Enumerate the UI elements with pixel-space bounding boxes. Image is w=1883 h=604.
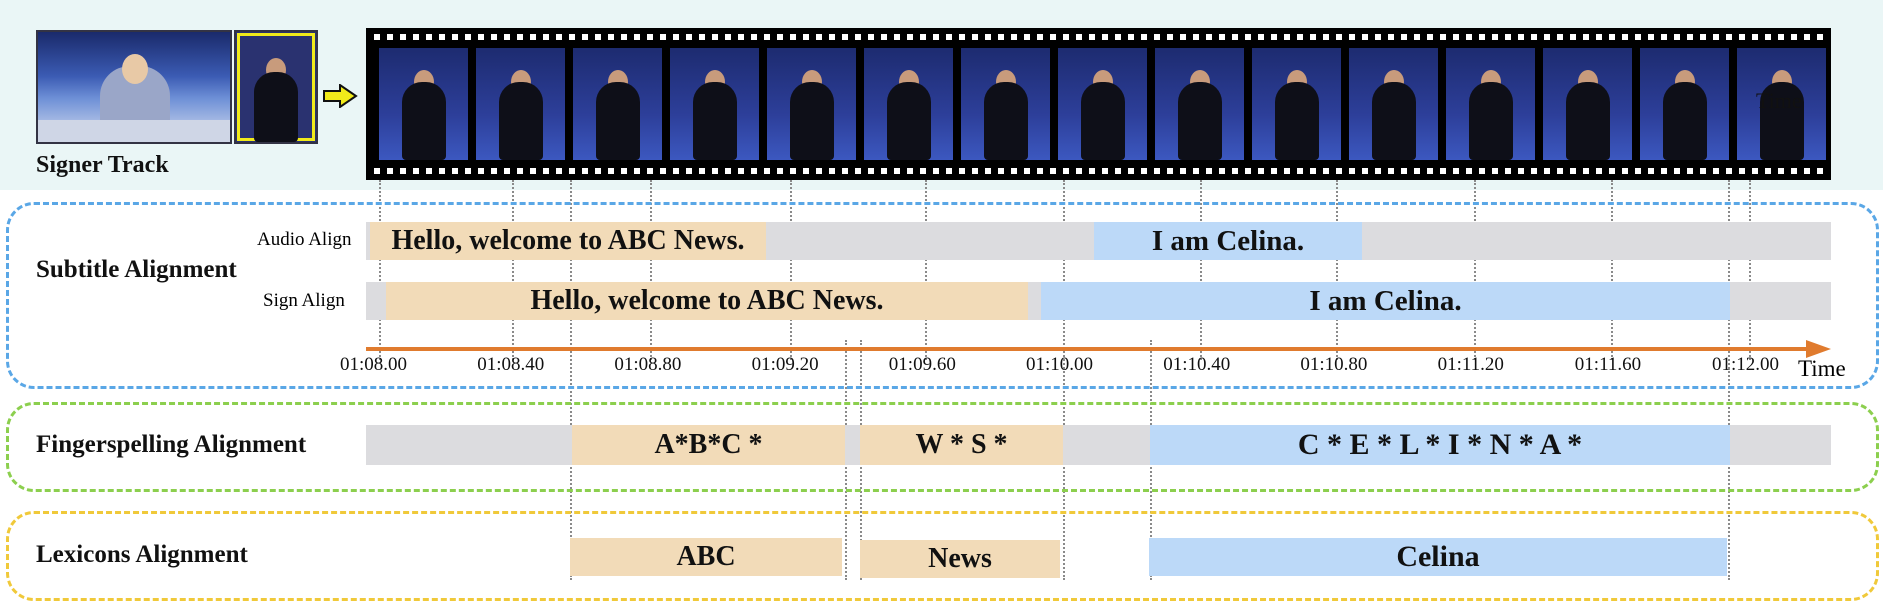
video-frame [1155,48,1244,160]
guide-line [512,180,514,360]
lexicons-alignment-title: Lexicons Alignment [36,541,248,568]
audio-align-label: Audio Align [257,229,352,250]
guide-line [1336,180,1338,360]
video-frame [767,48,856,160]
guide-line [925,180,927,360]
sign-align-label: Sign Align [263,290,345,311]
video-frame [1446,48,1535,160]
video-frame [573,48,662,160]
lexicon-segment-news: News [860,540,1060,578]
guide-line [1474,180,1476,360]
guide-line [1063,180,1065,580]
sign-segment-sentence-1: Hello, welcome to ABC News. [386,282,1028,320]
time-tick-label: 01:10.40 [1163,354,1231,375]
time-axis-arrow [366,340,1831,358]
time-tick-label: 01:09.20 [751,354,819,375]
film-time-label: Time [1756,88,1802,113]
time-tick-label: 01:08.00 [340,354,408,375]
video-frame [1640,48,1729,160]
video-frame-strip: Time [366,28,1831,180]
guide-line [570,180,572,580]
guide-line [1611,180,1613,360]
fingerspelling-alignment-title: Fingerspelling Alignment [36,431,307,458]
audio-segment-sentence-2: I am Celina. [1094,222,1362,260]
axis-time-label: Time [1798,356,1846,381]
guide-line [650,180,652,360]
video-frame [1737,48,1826,160]
guide-line [1728,180,1730,580]
lexicon-segment-celina: Celina [1149,538,1727,576]
fingerspelling-segment-celina: C * E * L * I * N * A * [1150,425,1730,465]
audio-segment-sentence-1: Hello, welcome to ABC News. [370,222,766,260]
time-tick-label: 01:10.00 [1026,354,1094,375]
subtitle-alignment-title: Subtitle Alignment [36,256,237,283]
video-frame [379,48,468,160]
video-frame [1058,48,1147,160]
guide-line [1749,180,1751,360]
video-frame [1349,48,1438,160]
fingerspelling-segment-ws: W * S * [860,425,1063,465]
lexicons-alignment-box [6,511,1879,601]
fingerspelling-segment-abc: A*B*C * [572,425,845,465]
sign-segment-sentence-2: I am Celina. [1041,282,1730,320]
video-frame [864,48,953,160]
signer-crop-thumbnail [234,30,318,144]
video-frame [476,48,565,160]
guide-line [1200,180,1202,360]
fingerspelling-alignment-box [6,402,1879,492]
time-tick-label: 01:10.80 [1300,354,1368,375]
subtitle-alignment-box [6,202,1879,389]
video-frame [1543,48,1632,160]
guide-line [379,180,381,360]
lexicon-segment-abc: ABC [570,538,842,576]
news-studio-thumbnail [36,30,232,144]
video-frame [670,48,759,160]
video-frame [961,48,1050,160]
time-tick-label: 01:12.00 [1712,354,1780,375]
time-tick-label: 01:09.60 [888,354,956,375]
time-tick-label: 01:08.80 [614,354,682,375]
guide-line [790,180,792,360]
time-tick-label: 01:11.20 [1437,354,1504,375]
video-frame [1252,48,1341,160]
time-tick-label: 01:11.60 [1574,354,1642,375]
arrow-right-icon [323,84,358,108]
time-tick-label: 01:08.40 [477,354,545,375]
signer-track-label: Signer Track [36,152,169,178]
